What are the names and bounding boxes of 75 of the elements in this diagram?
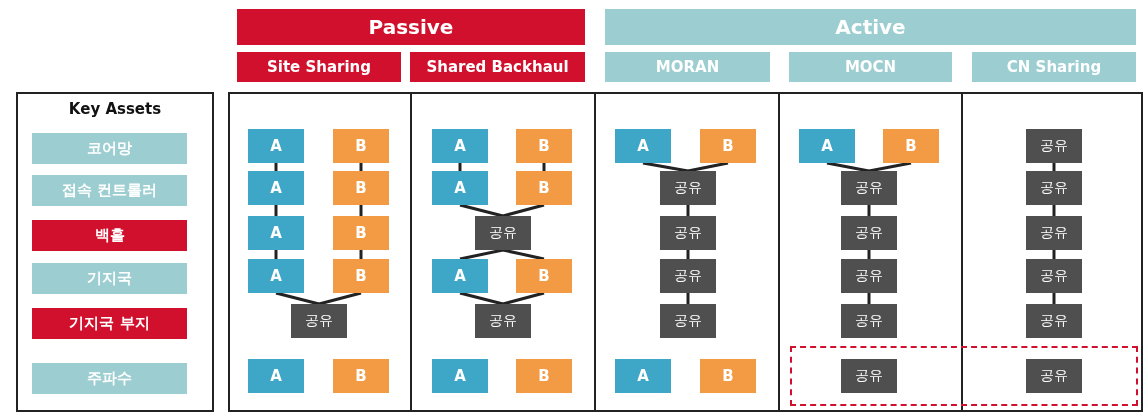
operator-box: A [615, 359, 671, 393]
operator-box: A [432, 259, 488, 293]
connector-line [359, 250, 363, 259]
header-band: Shared Backhaul [410, 52, 585, 82]
shared-box: 공유 [475, 304, 531, 338]
operator-box: A [248, 171, 304, 205]
asset-box: 접속 컨트롤러 [32, 175, 187, 206]
shared-box: 공유 [1026, 216, 1082, 250]
operator-box: B [883, 129, 939, 163]
operator-box: B [516, 129, 572, 163]
connector-line [867, 250, 871, 259]
connector-line [1052, 250, 1056, 259]
connector-line [867, 205, 871, 216]
shared-box: 공유 [1026, 171, 1082, 205]
operator-box: A [432, 129, 488, 163]
operator-box: B [700, 129, 756, 163]
asset-box: 기지국 부지 [32, 308, 187, 339]
key-assets-panel [16, 92, 214, 412]
connector-line [274, 205, 278, 216]
shared-box: 공유 [1026, 129, 1082, 163]
connector-line [274, 250, 278, 259]
asset-box: 코어망 [32, 133, 187, 164]
shared-box: 공유 [660, 216, 716, 250]
shared-box: 공유 [841, 259, 897, 293]
operator-box: A [799, 129, 855, 163]
connector-line [686, 205, 690, 216]
shared-box: 공유 [475, 216, 531, 250]
operator-box: B [516, 171, 572, 205]
connector-line [359, 163, 363, 171]
operator-box: B [333, 171, 389, 205]
operator-box: A [615, 129, 671, 163]
operator-box: B [333, 129, 389, 163]
connector-line [1052, 293, 1056, 304]
operator-box: A [248, 129, 304, 163]
shared-box: 공유 [841, 359, 897, 393]
shared-box: 공유 [660, 304, 716, 338]
asset-box: 주파수 [32, 363, 187, 394]
header-band: Site Sharing [237, 52, 401, 82]
operator-box: A [248, 216, 304, 250]
shared-box: 공유 [291, 304, 347, 338]
connector-line [686, 250, 690, 259]
operator-box: A [248, 259, 304, 293]
shared-box: 공유 [660, 259, 716, 293]
operator-box: B [333, 216, 389, 250]
operator-box: B [333, 359, 389, 393]
connector-line [359, 205, 363, 216]
operator-box: A [432, 171, 488, 205]
header-band: CN Sharing [972, 52, 1136, 82]
operator-box: B [516, 359, 572, 393]
shared-box: 공유 [841, 171, 897, 205]
connector-line [686, 293, 690, 304]
operator-box: B [333, 259, 389, 293]
shared-box: 공유 [660, 171, 716, 205]
operator-box: A [248, 359, 304, 393]
shared-box: 공유 [1026, 304, 1082, 338]
operator-box: A [432, 359, 488, 393]
shared-box: 공유 [841, 304, 897, 338]
header-band: MOCN [789, 52, 952, 82]
asset-box: 백홀 [32, 220, 187, 251]
header-band: MORAN [605, 52, 770, 82]
shared-box: 공유 [841, 216, 897, 250]
shared-box: 공유 [1026, 359, 1082, 393]
connector-line [1052, 163, 1056, 171]
connector-line [542, 163, 546, 171]
operator-box: B [700, 359, 756, 393]
connector-line [1052, 205, 1056, 216]
connector-line [458, 163, 462, 171]
operator-box: B [516, 259, 572, 293]
header-band: Passive [237, 9, 585, 45]
header-band: Active [605, 9, 1136, 45]
asset-box: 기지국 [32, 263, 187, 294]
connector-line [274, 163, 278, 171]
connector-line [867, 293, 871, 304]
panel-heading: Key Assets [67, 100, 163, 118]
shared-box: 공유 [1026, 259, 1082, 293]
